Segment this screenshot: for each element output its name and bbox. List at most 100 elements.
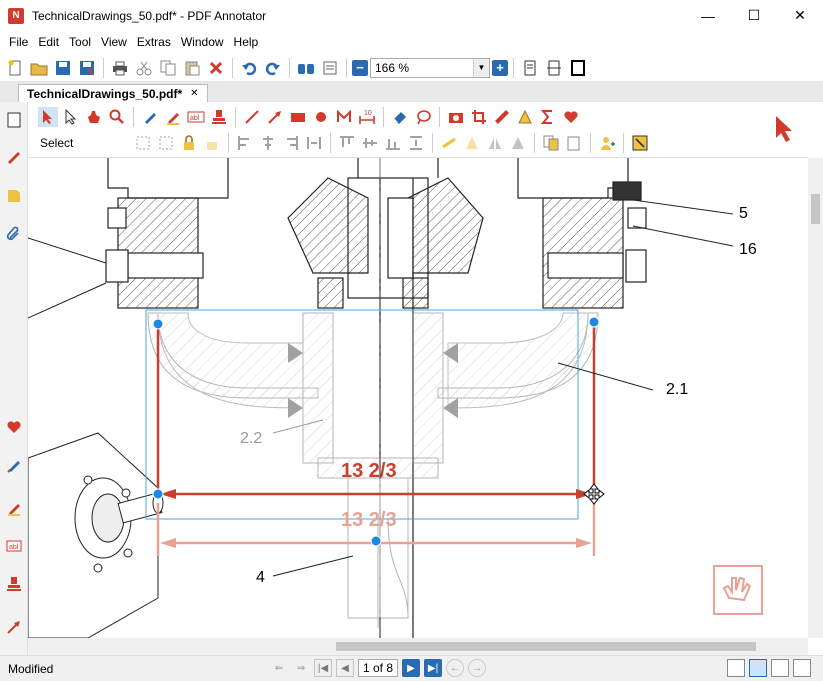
math-sum-icon[interactable]: [538, 107, 558, 127]
menu-file[interactable]: File: [9, 35, 29, 49]
align-middle-icon[interactable]: [360, 133, 380, 153]
document-tab[interactable]: TechnicalDrawings_50.pdf* ✕: [18, 84, 208, 102]
paste-icon[interactable]: [181, 57, 203, 79]
save-icon[interactable]: [52, 57, 74, 79]
hand-pan-icon[interactable]: [84, 107, 104, 127]
previous-page-icon[interactable]: ◀: [336, 659, 354, 677]
align-center-icon[interactable]: [258, 133, 278, 153]
add-user-icon[interactable]: [597, 133, 617, 153]
single-page-view-icon[interactable]: [727, 659, 745, 677]
text-tool-icon[interactable]: abl: [186, 107, 206, 127]
ungroup-icon[interactable]: [156, 133, 176, 153]
full-screen-icon[interactable]: [567, 57, 589, 79]
distribute-vertical-icon[interactable]: [406, 133, 426, 153]
find-icon[interactable]: [295, 57, 317, 79]
rectangle-tool-icon[interactable]: [288, 107, 308, 127]
marker-tool-icon[interactable]: [163, 107, 183, 127]
stamp-tool-icon[interactable]: [209, 107, 229, 127]
tab-close-icon[interactable]: ✕: [190, 88, 199, 99]
menu-view[interactable]: View: [101, 35, 127, 49]
camera-icon[interactable]: [446, 107, 466, 127]
two-page-continuous-view-icon[interactable]: [793, 659, 811, 677]
first-page-icon[interactable]: |◀: [314, 659, 332, 677]
ellipse-tool-icon[interactable]: [311, 107, 331, 127]
zoom-tool-icon[interactable]: [107, 107, 127, 127]
select-arrow-icon[interactable]: [38, 107, 58, 127]
fit-page-icon[interactable]: [519, 57, 541, 79]
two-page-view-icon[interactable]: [771, 659, 789, 677]
pen-tool-icon[interactable]: [140, 107, 160, 127]
rotate-left-icon[interactable]: [462, 133, 482, 153]
page-layout-icon[interactable]: [319, 57, 341, 79]
page-number-field[interactable]: 1 of 8: [358, 659, 399, 677]
paste-format-icon[interactable]: [564, 133, 584, 153]
rotate-right-icon[interactable]: [508, 133, 528, 153]
maximize-button[interactable]: ☐: [747, 7, 761, 23]
text-box-icon[interactable]: abl: [4, 536, 24, 556]
page-thumbnail-icon[interactable]: [4, 110, 24, 130]
arrow-line-tool-icon[interactable]: [265, 107, 285, 127]
align-right-icon[interactable]: [281, 133, 301, 153]
delete-icon[interactable]: [205, 57, 227, 79]
line-tool-icon[interactable]: [242, 107, 262, 127]
zoom-select[interactable]: 166 %▼: [370, 57, 490, 78]
open-folder-icon[interactable]: [28, 57, 50, 79]
flip-icon[interactable]: [485, 133, 505, 153]
menu-help[interactable]: Help: [233, 35, 259, 49]
ruler-icon[interactable]: [492, 107, 512, 127]
group-icon[interactable]: [133, 133, 153, 153]
forward-icon[interactable]: →: [468, 659, 487, 677]
align-left-icon[interactable]: [235, 133, 255, 153]
menu-edit[interactable]: Edit: [38, 35, 60, 49]
continuous-view-icon[interactable]: [749, 659, 767, 677]
new-document-icon[interactable]: [4, 57, 26, 79]
unlock-icon[interactable]: [202, 133, 222, 153]
save-as-icon[interactable]: [76, 57, 98, 79]
zoom-in-button[interactable]: +: [492, 59, 508, 76]
menu-window[interactable]: Window: [180, 35, 224, 49]
vertical-scroll-thumb[interactable]: [811, 194, 820, 224]
notes-icon[interactable]: [4, 186, 24, 206]
crop-icon[interactable]: [469, 107, 489, 127]
back-icon[interactable]: ←: [446, 659, 465, 677]
redo-icon[interactable]: [262, 57, 284, 79]
favorites-heart-icon[interactable]: [4, 417, 24, 437]
align-top-icon[interactable]: [337, 133, 357, 153]
align-bottom-icon[interactable]: [383, 133, 403, 153]
fit-width-icon[interactable]: [543, 57, 565, 79]
pen-icon[interactable]: [4, 455, 24, 475]
attachment-icon[interactable]: [4, 224, 24, 244]
highlighter-icon[interactable]: [4, 498, 24, 518]
copy-format-icon[interactable]: [541, 133, 561, 153]
undo-icon[interactable]: [238, 57, 260, 79]
favorites-icon[interactable]: [561, 107, 581, 127]
previous-document-icon[interactable]: ⇐: [274, 662, 284, 674]
minimize-button[interactable]: —: [701, 7, 715, 24]
resize-icon[interactable]: [630, 133, 650, 153]
distribute-horizontal-icon[interactable]: [304, 133, 324, 153]
lasso-icon[interactable]: [413, 107, 433, 127]
horizontal-scroll-thumb[interactable]: [336, 642, 756, 651]
vertical-scrollbar[interactable]: [808, 158, 823, 638]
dimension-tool-icon[interactable]: 10: [357, 107, 377, 127]
bookmark-icon[interactable]: [4, 148, 24, 168]
copy-icon[interactable]: [157, 57, 179, 79]
next-page-icon[interactable]: ▶: [402, 659, 421, 677]
dimension-label[interactable]: 13 2/3: [341, 460, 397, 482]
arrow-tool-icon[interactable]: [4, 617, 24, 637]
lock-icon[interactable]: [179, 133, 199, 153]
select-text-icon[interactable]: [61, 107, 81, 127]
horizontal-scrollbar[interactable]: [28, 638, 808, 655]
menu-extras[interactable]: Extras: [136, 35, 171, 49]
line-style-icon[interactable]: [439, 133, 459, 153]
eraser-icon[interactable]: [390, 107, 410, 127]
document-canvas[interactable]: 5 16 2.1 2.2 4 13 2/3 13 2/3: [28, 158, 808, 638]
next-document-icon[interactable]: ⇒: [296, 662, 306, 674]
last-page-icon[interactable]: ▶|: [424, 659, 443, 677]
measure-angle-icon[interactable]: [515, 107, 535, 127]
menu-tool[interactable]: Tool: [69, 35, 92, 49]
close-button[interactable]: ✕: [794, 7, 806, 23]
cut-icon[interactable]: [133, 57, 155, 79]
zoom-out-button[interactable]: −: [352, 59, 368, 76]
print-icon[interactable]: [109, 57, 131, 79]
